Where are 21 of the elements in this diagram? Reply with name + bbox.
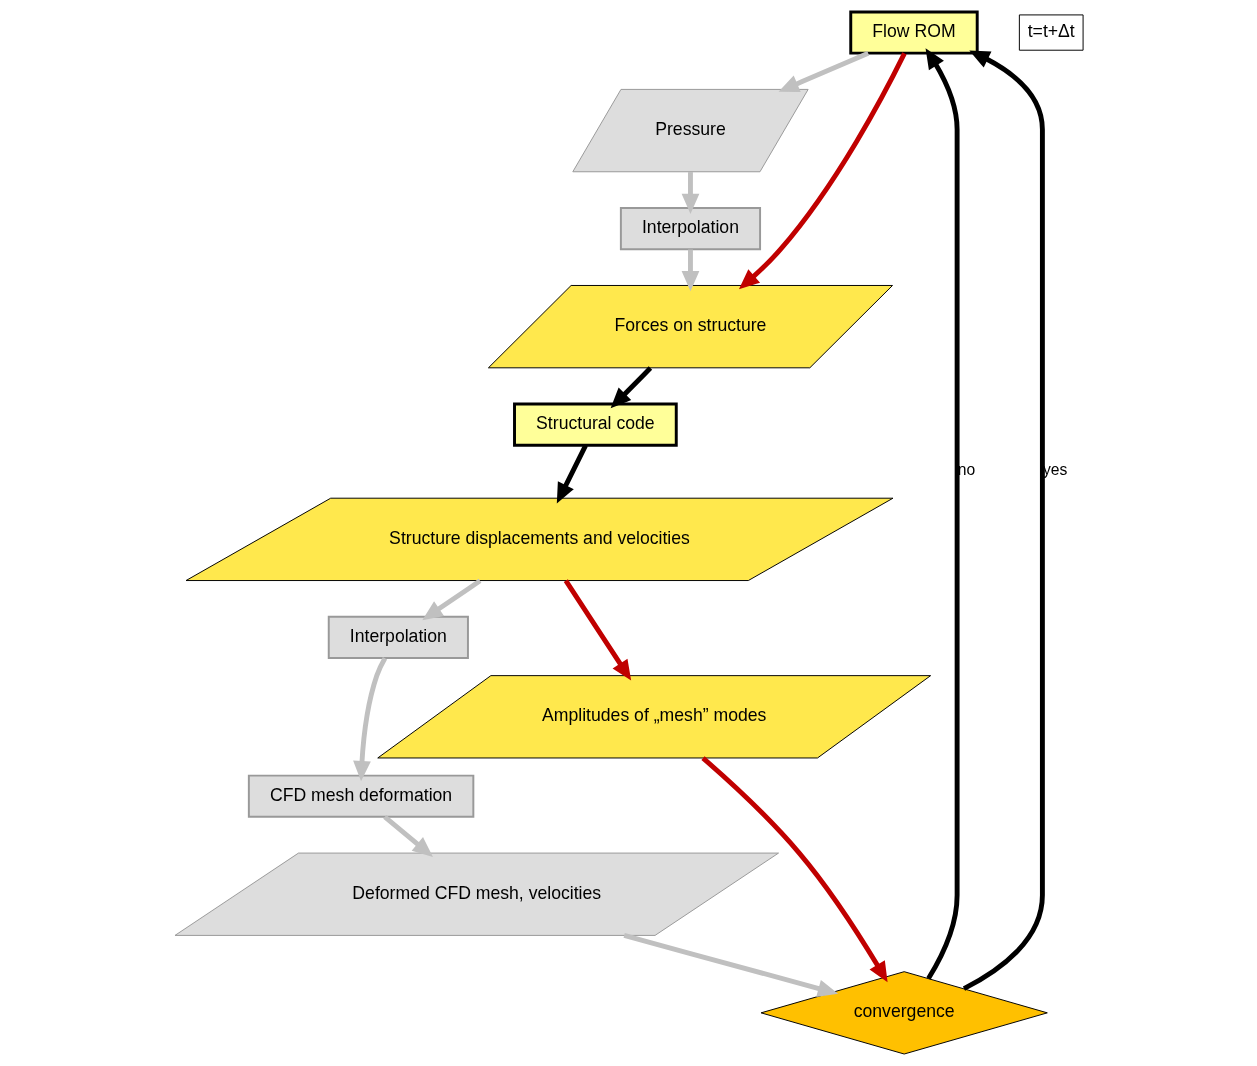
- arrow: [738, 52, 907, 290]
- node-box: Structural code: [512, 402, 678, 447]
- arrow: [623, 933, 838, 998]
- arrow: [962, 50, 1045, 991]
- node-box: Interpolation: [619, 207, 761, 251]
- arrow: [382, 814, 433, 857]
- label: t=t+Δt: [1027, 20, 1075, 41]
- arrow: [681, 249, 699, 292]
- node-box: Flow ROM: [848, 10, 979, 55]
- node-box: CFD mesh deformation: [247, 774, 474, 818]
- arrow: [681, 172, 699, 215]
- node-diamond: convergence: [760, 971, 1048, 1055]
- arrow: [563, 579, 631, 681]
- arrow: [925, 48, 960, 980]
- node-box: Interpolation: [327, 615, 469, 659]
- arrow: [610, 366, 652, 409]
- arrow: [700, 756, 888, 983]
- arrow: [352, 656, 387, 782]
- arrow: [778, 50, 869, 92]
- arrow: [421, 578, 481, 621]
- arrow: [556, 444, 588, 504]
